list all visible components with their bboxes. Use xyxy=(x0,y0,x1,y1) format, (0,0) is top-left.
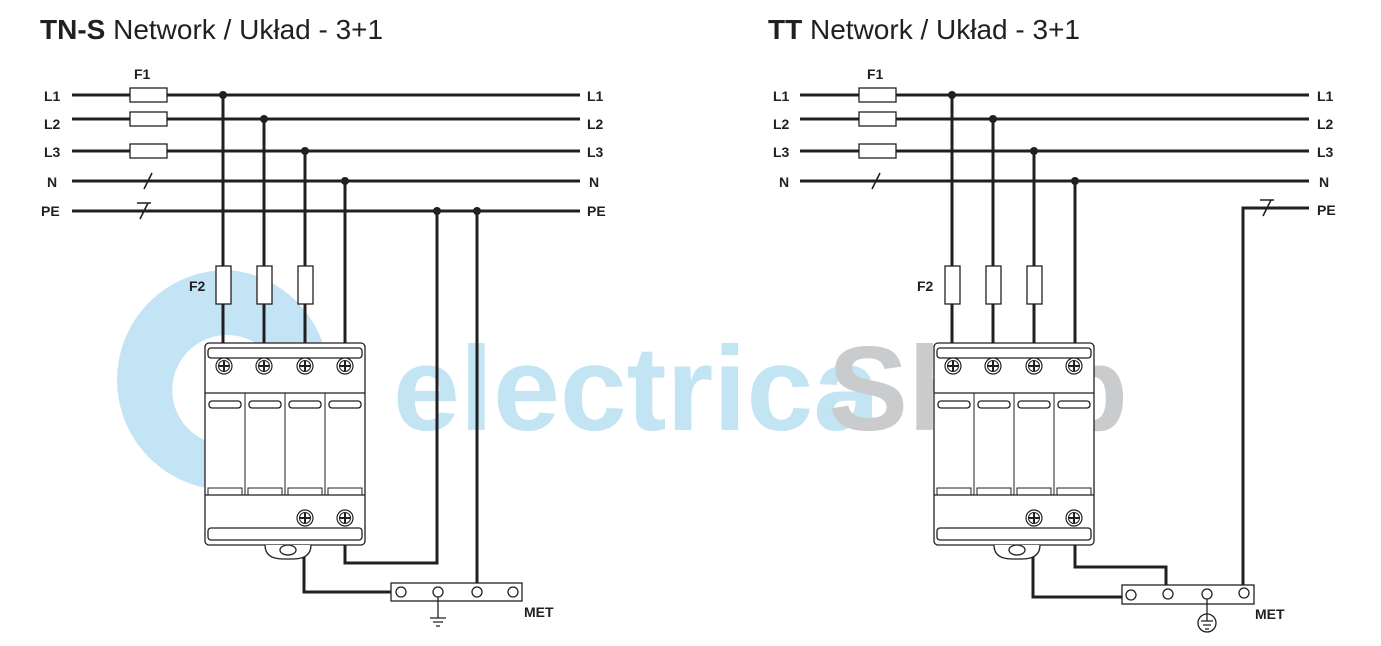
line-label-l1: L1 xyxy=(44,88,61,104)
met-label: MET xyxy=(1255,606,1285,622)
fuse-f1-l1 xyxy=(129,87,168,103)
line-label-l3: L3 xyxy=(44,144,61,160)
line-label-l3: L3 xyxy=(773,144,790,160)
f2-label: F2 xyxy=(189,278,206,294)
f2-label: F2 xyxy=(917,278,934,294)
line-label-pe-right: PE xyxy=(1317,202,1336,218)
line-label-l2: L2 xyxy=(44,116,61,132)
line-label-l2-right: L2 xyxy=(1317,116,1334,132)
f1-label: F1 xyxy=(134,66,151,82)
line-label-n: N xyxy=(47,174,57,190)
line-label-l1-right: L1 xyxy=(587,88,604,104)
line-label-l2: L2 xyxy=(773,116,790,132)
line-label-l3-right: L3 xyxy=(587,144,604,160)
tt-diagram: TT Network / Układ - 3+1 F1 L1 L2 L3 N L… xyxy=(768,14,1336,633)
earth-icon xyxy=(1197,599,1217,633)
tn-s-title: TN-S Network / Układ - 3+1 xyxy=(40,14,383,45)
fuse-f1-l3 xyxy=(129,143,168,159)
tn-s-diagram: TN-S Network / Układ - 3+1 F1 L1 L2 L3 N… xyxy=(40,14,606,627)
f1-label: F1 xyxy=(867,66,884,82)
line-label-pe: PE xyxy=(41,203,60,219)
line-label-n: N xyxy=(779,174,789,190)
met-label: MET xyxy=(524,604,554,620)
line-label-l1: L1 xyxy=(773,88,790,104)
surge-protector-device xyxy=(934,343,1094,559)
line-label-l1-right: L1 xyxy=(1317,88,1334,104)
line-label-n-right: N xyxy=(1319,174,1329,190)
met-bar xyxy=(390,582,523,602)
fuse-f1-l2 xyxy=(129,111,168,127)
line-label-l2-right: L2 xyxy=(587,116,604,132)
ground-icon xyxy=(430,597,446,627)
watermark-text-1: electrica xyxy=(393,322,881,456)
met-bar xyxy=(1121,584,1255,605)
tt-title: TT Network / Układ - 3+1 xyxy=(768,14,1080,45)
surge-protector-device xyxy=(205,343,365,559)
line-label-pe-right: PE xyxy=(587,203,606,219)
line-label-l3-right: L3 xyxy=(1317,144,1334,160)
line-label-n-right: N xyxy=(589,174,599,190)
